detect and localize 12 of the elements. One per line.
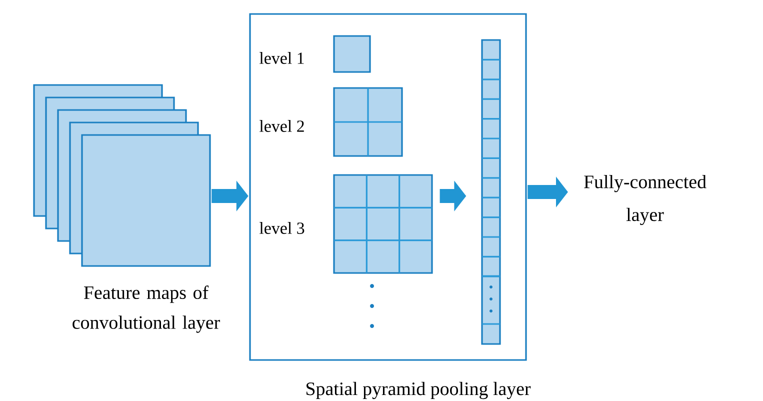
- pooling-layer-box: [249, 13, 527, 361]
- vector-bar: [481, 39, 501, 345]
- grid: [333, 174, 433, 274]
- node-label: Feature maps of convolutional layer: [72, 286, 220, 333]
- level-label: level 2: [260, 120, 304, 132]
- level-label: level 3: [260, 222, 304, 234]
- level-label: level 1: [260, 52, 304, 64]
- grid: [333, 35, 371, 73]
- caption: Spatial pyramid pooling layer: [306, 382, 531, 400]
- grid: [333, 87, 403, 157]
- feature-map-stack: Feature maps of convolutional layer: [33, 84, 220, 333]
- layer-label: Fully-connected layer: [584, 174, 706, 226]
